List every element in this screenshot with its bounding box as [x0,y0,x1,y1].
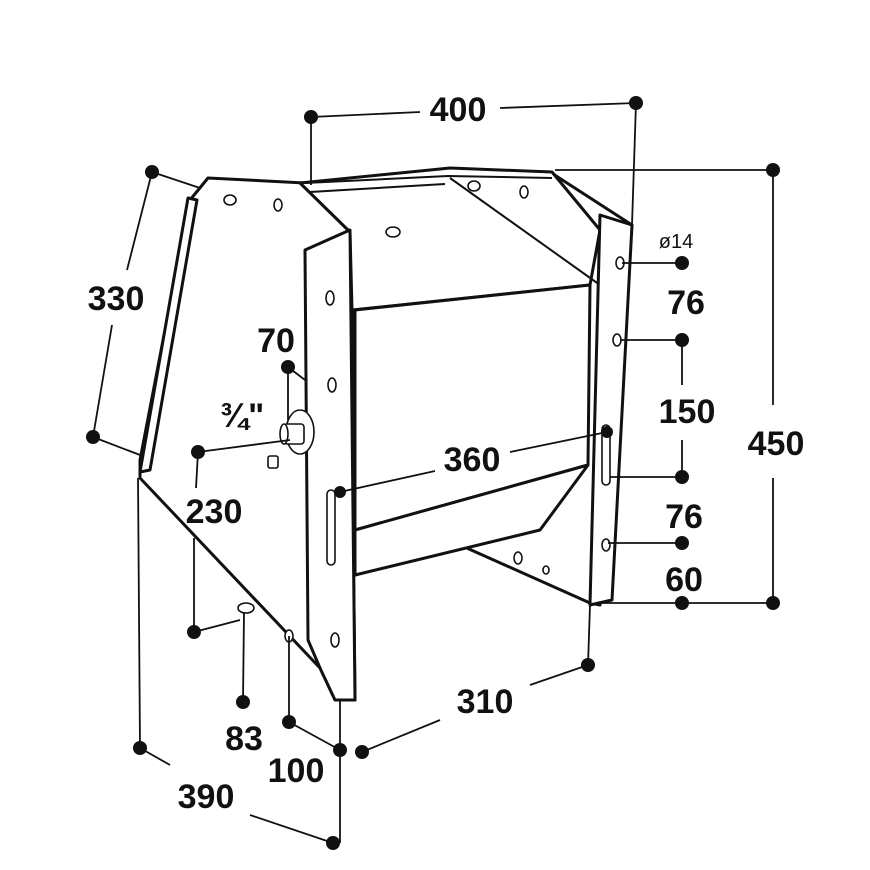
left-flange [138,196,199,474]
label-230: 230 [186,493,243,531]
dimension-dots [86,96,780,850]
right-flange [588,213,634,607]
label-450: 450 [748,425,805,463]
label-360: 360 [444,441,501,479]
label-390: 390 [178,778,235,816]
label-70: 70 [257,322,295,360]
label-150: 150 [659,393,716,431]
tank-body [138,166,634,702]
label-400: 400 [430,91,487,129]
dimension-labels: 400 450 330 390 310 360 70 ¾" 230 83 100… [88,91,805,816]
inlet-fitting [267,409,315,469]
label-76-bottom: 76 [665,498,703,536]
inner-bottom [353,463,590,577]
label-310: 310 [457,683,514,721]
label-diameter: ø14 [659,231,693,253]
label-inlet-size: ¾" [220,397,264,435]
front-flange [303,228,357,702]
label-330: 330 [88,280,145,318]
label-76-top: 76 [667,284,705,322]
label-100: 100 [268,752,325,790]
dimension-lines [92,102,774,844]
label-60: 60 [665,561,703,599]
label-83: 83 [225,720,263,758]
